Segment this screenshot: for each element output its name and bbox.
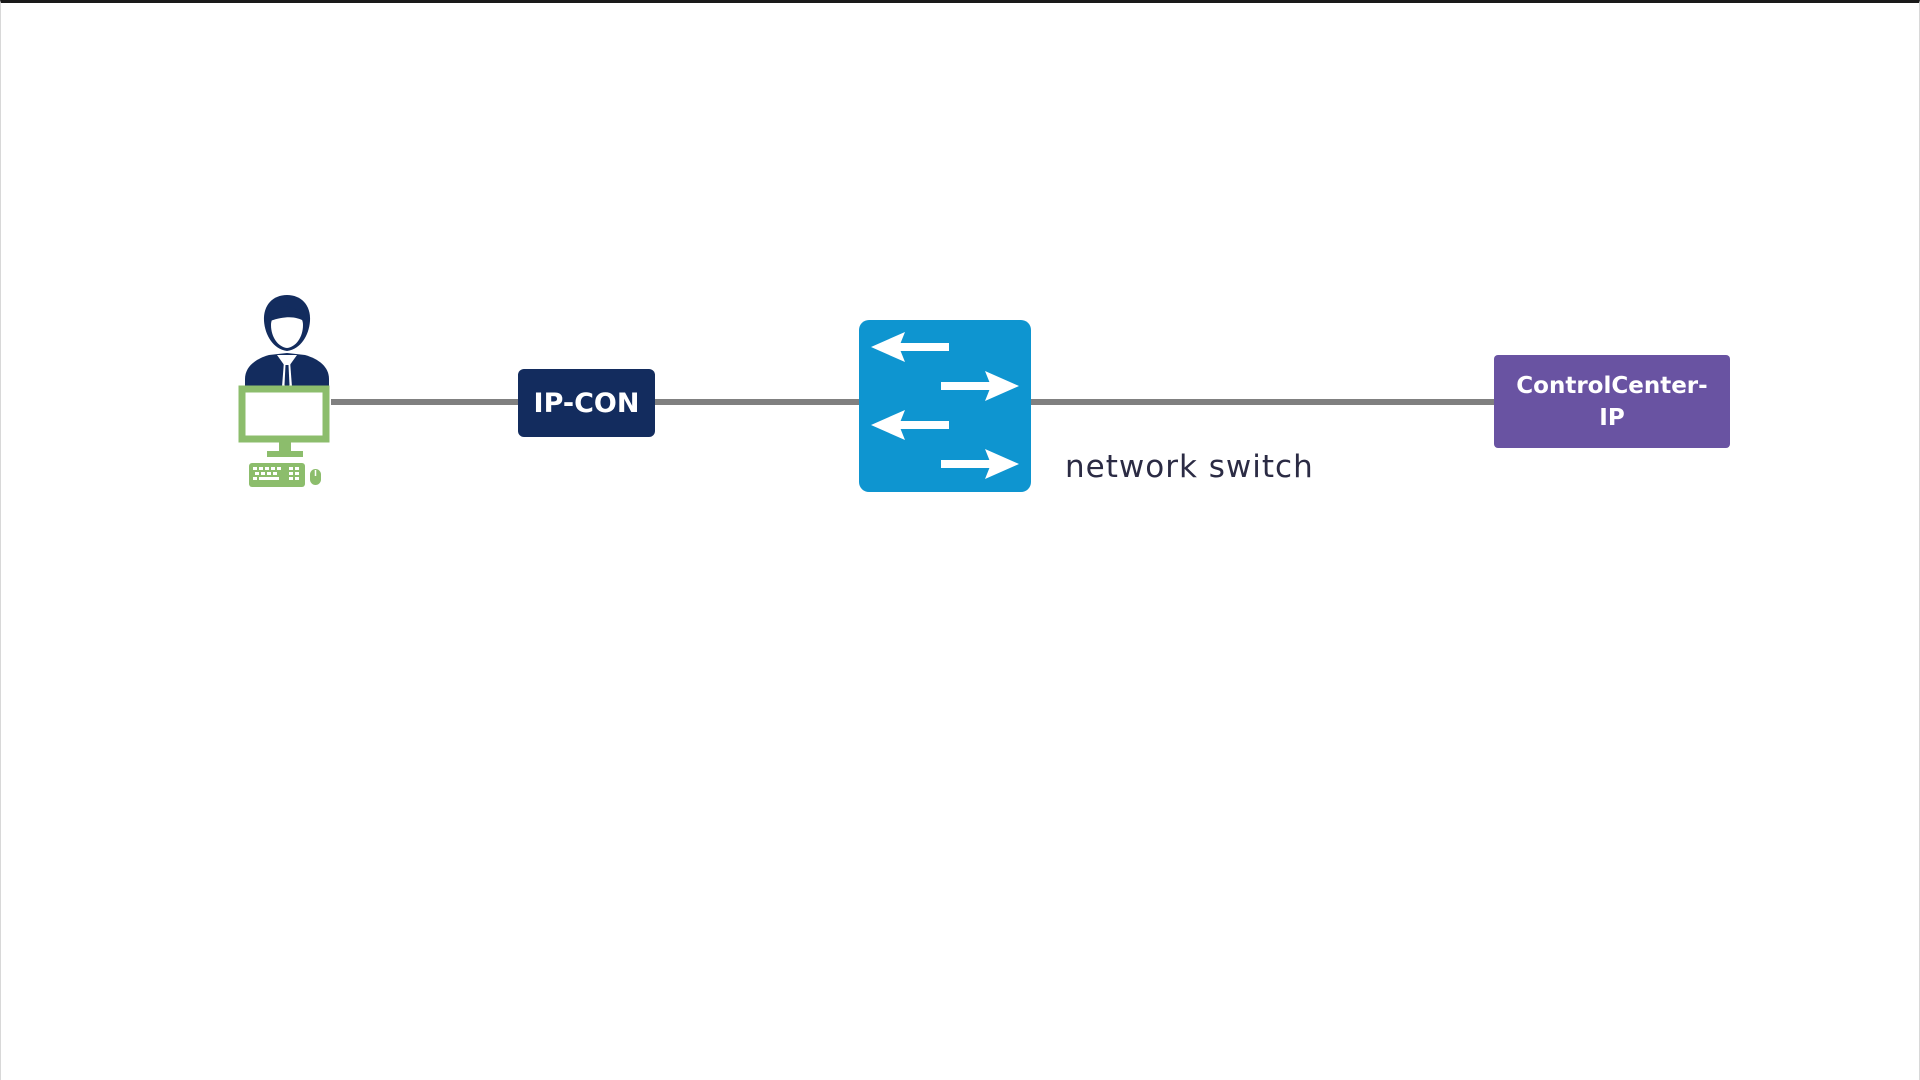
control-center-ip-node: ControlCenter- IP <box>1494 355 1730 448</box>
connector-ipcon-switch <box>653 399 863 405</box>
user-at-computer-icon <box>237 291 337 496</box>
network-switch-icon <box>859 320 1031 492</box>
connector-user-ipcon <box>331 399 521 405</box>
connector-switch-controlcenter <box>1029 399 1497 405</box>
network-switch-label: network switch <box>1065 449 1314 485</box>
control-center-ip-label: ControlCenter- IP <box>1516 372 1708 431</box>
ip-con-node: IP-CON <box>518 369 655 437</box>
ip-con-label: IP-CON <box>533 387 640 419</box>
